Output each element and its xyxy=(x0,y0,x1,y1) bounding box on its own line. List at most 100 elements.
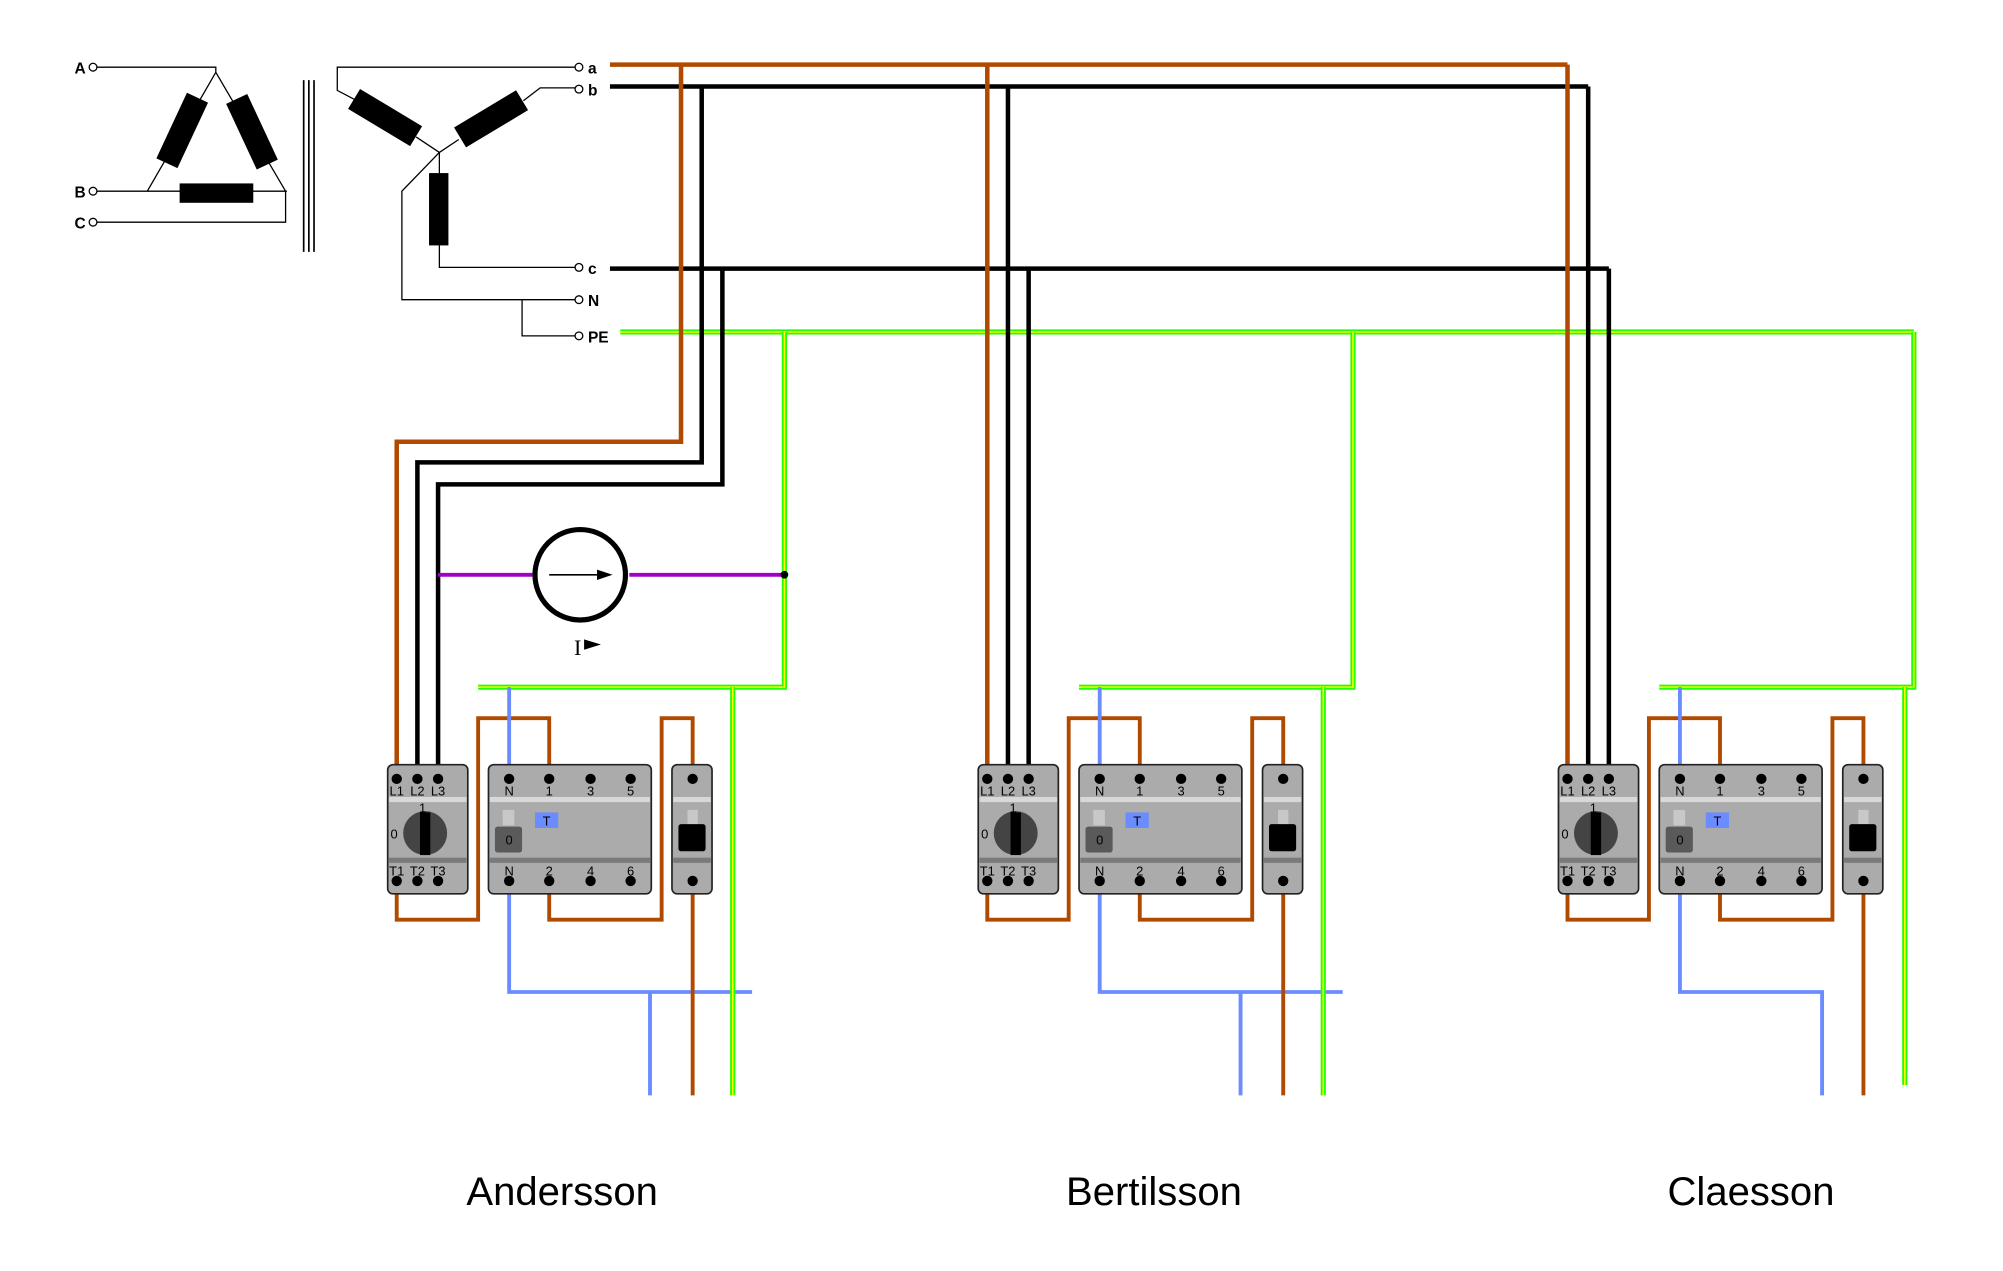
breaker-lever-slot xyxy=(1278,809,1289,826)
rcd-terminal-label: 3 xyxy=(1758,784,1765,799)
terminal-screw-icon xyxy=(1858,773,1869,785)
terminal-screw-icon xyxy=(1094,773,1105,785)
panel-name-andersson: Andersson xyxy=(466,1170,658,1214)
panels: L1T1L2T2L3T310NN1234560TAnderssonL1T1L2T… xyxy=(386,687,1908,1214)
wire-PE xyxy=(521,299,576,337)
terminal-screw-icon xyxy=(503,875,515,887)
feed-b-andersson xyxy=(415,86,704,779)
breaker-lever-slot xyxy=(687,809,698,826)
pe-drop-bertilsson xyxy=(1079,331,1356,690)
switch-terminal-label: T2 xyxy=(410,864,425,879)
rcd-lever-label: 0 xyxy=(1676,833,1683,848)
switch-terminal-label: L3 xyxy=(431,784,445,799)
wire-A xyxy=(96,66,217,73)
circuit-breaker-body-rail xyxy=(1844,857,1882,863)
rcd-lever-icon xyxy=(1085,826,1113,853)
terminal-screw-icon xyxy=(1175,773,1187,785)
winding-icon xyxy=(179,183,254,203)
terminal-icon xyxy=(574,331,584,341)
primary-terminal-label-A: A xyxy=(75,61,86,78)
ammeter: I xyxy=(438,527,789,660)
wire-N xyxy=(401,151,576,301)
terminal-screw-icon xyxy=(1674,875,1686,887)
rcd-terminal-label: 4 xyxy=(1758,864,1765,879)
circuit-breaker xyxy=(671,763,713,895)
terminal-screw-icon xyxy=(982,773,993,785)
switch-terminal-label: T2 xyxy=(1581,864,1596,879)
rcd-terminal-label: N xyxy=(1095,864,1104,879)
switch-on-label: 1 xyxy=(1010,800,1017,815)
busbars xyxy=(394,62,1917,779)
terminal-screw-icon xyxy=(1002,773,1014,785)
rcd-terminal-label: 5 xyxy=(1798,784,1805,799)
terminal-screw-icon xyxy=(1756,875,1767,887)
feed-c-andersson xyxy=(435,268,725,779)
breaker-lever-icon xyxy=(1849,824,1877,852)
terminal-icon xyxy=(88,217,98,227)
terminal-screw-icon xyxy=(1216,875,1227,887)
terminal-screw-icon xyxy=(1796,773,1807,785)
pe-drop-claesson xyxy=(1659,331,1917,690)
terminal-icon xyxy=(88,62,98,72)
rcd-body-rail xyxy=(489,796,651,803)
terminal-screw-icon xyxy=(1278,875,1289,887)
rcd-lever-slot xyxy=(1093,809,1105,826)
switch-on-label: 1 xyxy=(419,800,426,815)
switch-terminal-label: L2 xyxy=(1581,784,1595,799)
rcd-body-rail xyxy=(1080,796,1241,803)
rcd-terminal-label: 6 xyxy=(1218,864,1225,879)
circuit-breaker-body-rail xyxy=(1263,796,1302,803)
terminal-screw-icon xyxy=(391,773,402,785)
terminal-screw-icon xyxy=(1796,875,1807,887)
terminal-icon xyxy=(574,262,584,272)
terminal-screw-icon xyxy=(544,773,555,785)
rcd-terminal-label: 3 xyxy=(587,784,594,799)
secondary-terminal-label-b: b xyxy=(588,83,597,100)
switch-terminal-label: T1 xyxy=(1560,864,1575,879)
rcd-terminal-label: 4 xyxy=(1178,864,1185,879)
winding-icon xyxy=(454,90,529,148)
primary-terminal-label-B: B xyxy=(75,185,86,202)
rcd-lever-slot xyxy=(502,809,515,826)
rcd-terminal-label: N xyxy=(1095,784,1104,799)
terminal-screw-icon xyxy=(1603,875,1615,887)
isolator-switch-body-rail xyxy=(1559,796,1638,803)
terminal-screw-icon xyxy=(1002,875,1014,887)
rcd-terminal-label: 2 xyxy=(1136,864,1143,879)
terminal-screw-icon xyxy=(1134,773,1145,785)
switch-terminal-label: T3 xyxy=(431,864,446,879)
test-button-label: T xyxy=(543,813,551,828)
wire-b xyxy=(522,87,576,102)
switch-terminal-label: T2 xyxy=(1000,864,1015,879)
switch-terminal-label: L2 xyxy=(1001,784,1015,799)
panel-name-bertilsson: Bertilsson xyxy=(1066,1170,1242,1214)
terminal-screw-icon xyxy=(1674,773,1686,785)
switch-terminal-label: L1 xyxy=(1560,784,1574,799)
switch-terminal-label: T3 xyxy=(1601,864,1616,879)
terminal-screw-icon xyxy=(391,875,402,887)
wire-rcd-to-mcb xyxy=(1137,716,1286,922)
rcd-terminal-label: 5 xyxy=(1218,784,1225,799)
isolator-switch-body-rail xyxy=(979,857,1058,863)
terminal-screw-icon xyxy=(1094,875,1105,887)
switch-terminal-label: L1 xyxy=(980,784,994,799)
winding-icon xyxy=(429,173,449,246)
wire-switch-to-rcd xyxy=(985,716,1142,922)
breaker-lever-icon xyxy=(1268,824,1297,852)
rcd-terminal-label: 2 xyxy=(546,864,553,879)
terminal-screw-icon xyxy=(585,773,596,785)
rcd-terminal-label: 1 xyxy=(1716,784,1723,799)
rcd-lever-icon xyxy=(494,826,523,853)
switch-off-label: 0 xyxy=(981,826,988,841)
rcd-terminal-label: 1 xyxy=(546,784,553,799)
secondary-terminal-label-c: c xyxy=(588,261,597,278)
wire-neutral-out xyxy=(1097,880,1343,994)
knob-handle-icon xyxy=(1590,812,1602,856)
circuit-breaker-body-rail xyxy=(1263,857,1302,863)
